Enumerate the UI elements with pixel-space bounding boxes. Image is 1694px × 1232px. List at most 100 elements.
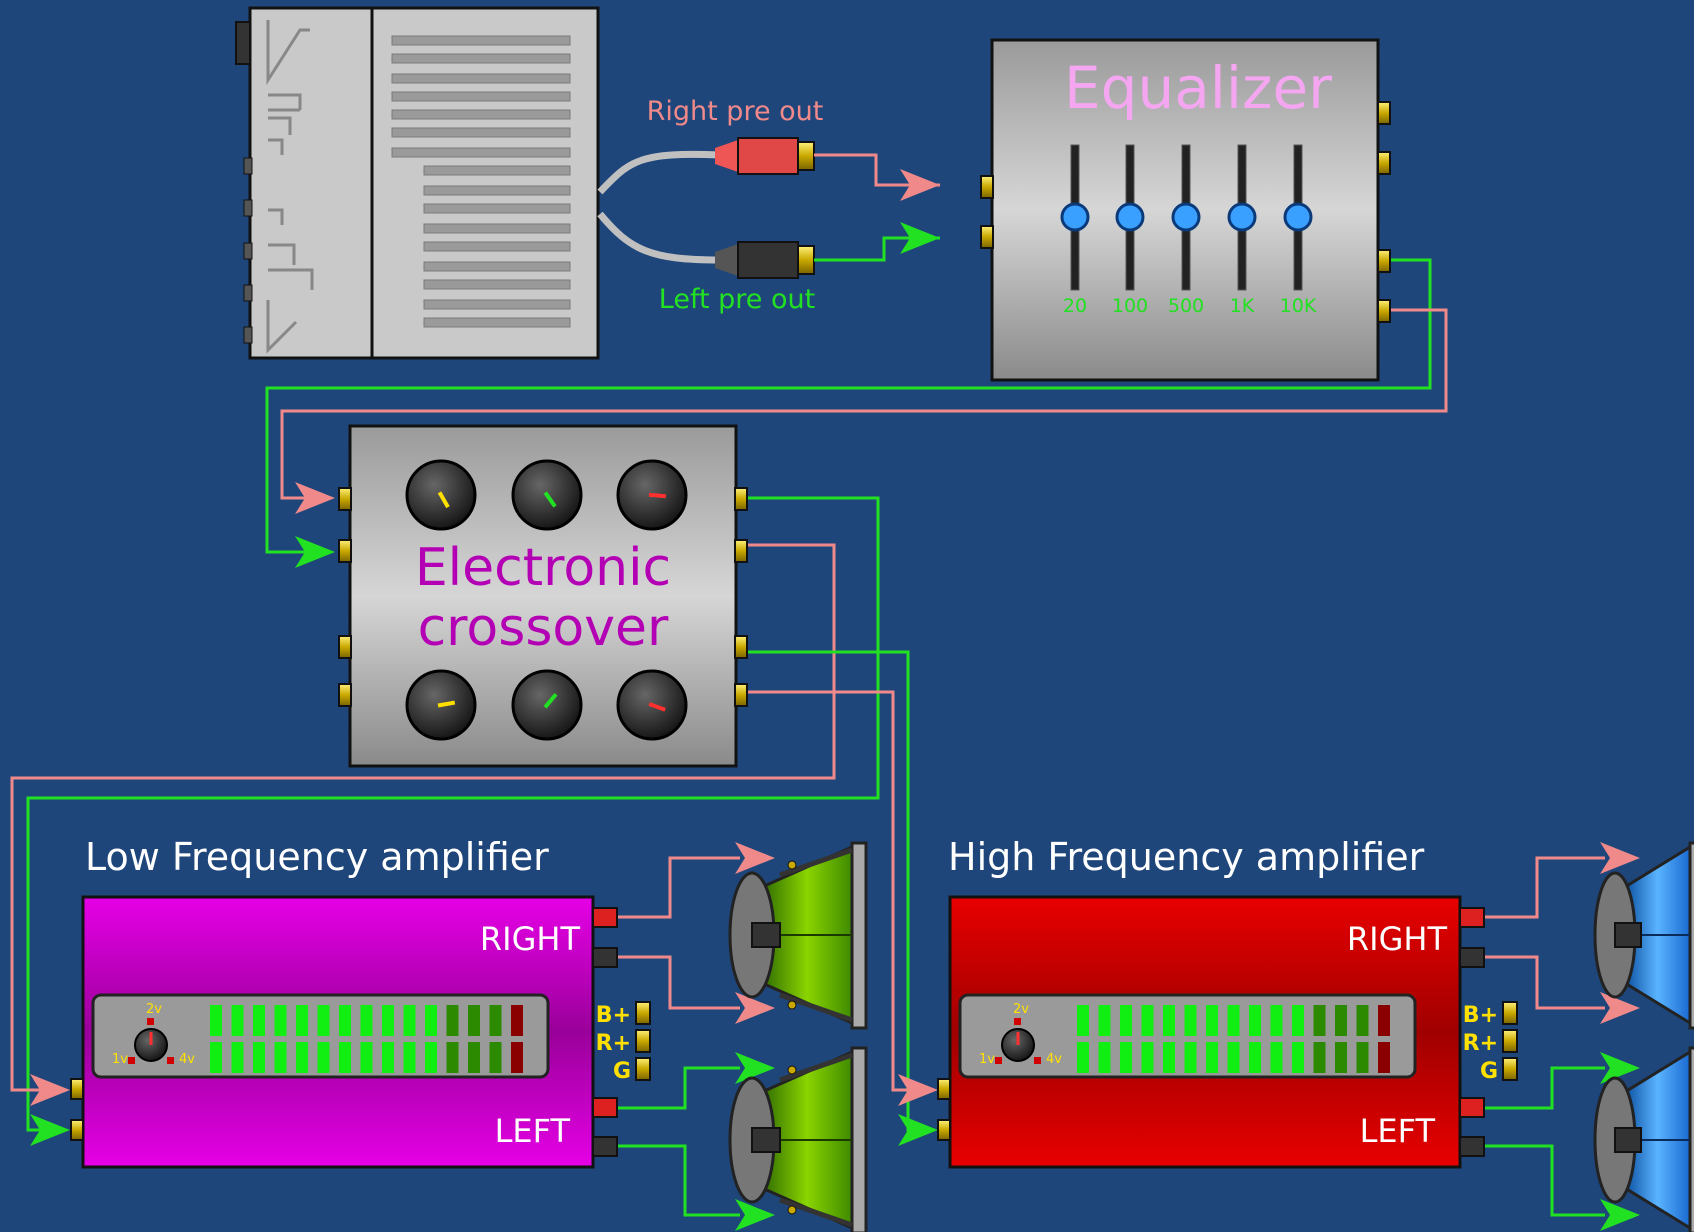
eq-slider-500[interactable]	[1171, 144, 1201, 291]
tweeter-speaker-icon	[1593, 1046, 1694, 1232]
crossover-title-line1: Electronic	[415, 538, 671, 598]
equalizer-input-jacks	[980, 175, 994, 249]
slider-thumb-icon[interactable]	[1115, 202, 1145, 232]
level-led	[1378, 1005, 1390, 1036]
power-terminal[interactable]	[635, 1029, 651, 1053]
level-led	[1270, 1042, 1283, 1073]
level-led	[489, 1005, 502, 1036]
slot-line	[391, 35, 571, 46]
left-pre-out-label: Left pre out	[659, 284, 815, 315]
power-terminal[interactable]	[1502, 1057, 1518, 1081]
rotary-knob-icon[interactable]	[511, 459, 583, 531]
slider-thumb-icon[interactable]	[1283, 202, 1313, 232]
level-led	[1206, 1005, 1218, 1036]
level-led	[1120, 1005, 1132, 1036]
rotary-knob-icon[interactable]	[405, 669, 477, 741]
level-led	[1141, 1005, 1154, 1036]
level-led	[360, 1005, 373, 1036]
eq-band-label: 500	[1168, 295, 1204, 317]
level-led	[231, 1005, 244, 1036]
eq-band-label: 100	[1112, 295, 1148, 317]
wire-arrow	[30, 1074, 70, 1106]
electronic-crossover: Electronic crossover	[338, 424, 748, 768]
level-led	[1356, 1005, 1369, 1036]
power-terminal[interactable]	[635, 1057, 651, 1081]
eq-band-label: 20	[1063, 295, 1087, 317]
gain-knob-icon[interactable]	[995, 1018, 1041, 1064]
level-led	[253, 1005, 265, 1036]
rotary-knob-icon[interactable]	[616, 669, 688, 741]
speaker-output-jack[interactable]	[592, 1097, 618, 1118]
rotary-knob-icon[interactable]	[511, 669, 583, 741]
slider-thumb-icon[interactable]	[1060, 202, 1090, 232]
level-led	[446, 1042, 459, 1073]
level-led	[1313, 1005, 1326, 1036]
high-amp-title: High Frequency amplifier	[948, 835, 1425, 879]
wire-arrow	[735, 1199, 775, 1231]
high-frequency-amplifier: High Frequency amplifier RIGHT LEFT 2v1v…	[937, 835, 1518, 1169]
speaker-output-jack[interactable]	[1459, 1136, 1485, 1157]
gain-knob-icon[interactable]	[128, 1018, 174, 1064]
power-terminal[interactable]	[1502, 1001, 1518, 1025]
equalizer-output-jacks	[1377, 101, 1391, 323]
slot-line	[391, 147, 571, 158]
high-amp-right-label: RIGHT	[1347, 920, 1448, 958]
power-terminal[interactable]	[635, 1001, 651, 1025]
level-led	[468, 1005, 480, 1036]
gain-label: 4v	[1046, 1052, 1062, 1067]
slot-line	[423, 165, 571, 176]
amp-input-jack[interactable]	[70, 1078, 84, 1100]
slot-line	[423, 261, 571, 272]
level-led	[511, 1042, 523, 1073]
wire-arrow	[295, 536, 335, 568]
eq-slider-100[interactable]	[1115, 144, 1145, 291]
speaker-output-jack[interactable]	[592, 907, 618, 928]
level-led	[1206, 1042, 1218, 1073]
level-led	[1313, 1042, 1326, 1073]
wire-arrow	[1600, 842, 1640, 874]
speaker-output-jack[interactable]	[592, 1136, 618, 1157]
slot-line	[423, 241, 571, 252]
equalizer-title: Equalizer	[1064, 54, 1332, 122]
low-amp-title: Low Frequency amplifier	[85, 835, 549, 879]
amp-input-jack[interactable]	[937, 1078, 951, 1100]
low-amp-right-label: RIGHT	[480, 920, 581, 958]
level-led	[511, 1005, 523, 1036]
rca-cables: Right pre out Left pre out	[597, 96, 823, 315]
level-led	[360, 1042, 373, 1073]
level-led	[1163, 1042, 1175, 1073]
wire-arrow	[1600, 1052, 1640, 1084]
level-led	[1249, 1042, 1261, 1073]
level-led	[274, 1005, 287, 1036]
level-led	[274, 1042, 287, 1073]
terminal-label: G	[1480, 1059, 1498, 1084]
slot-line	[391, 91, 571, 102]
speaker-output-jack[interactable]	[1459, 947, 1485, 968]
wire-arrow	[30, 1114, 70, 1146]
low-amp-left-label: LEFT	[495, 1112, 571, 1150]
speaker-output-jack[interactable]	[592, 947, 618, 968]
level-led	[253, 1042, 265, 1073]
level-led	[1184, 1005, 1197, 1036]
power-terminal[interactable]	[1502, 1029, 1518, 1053]
amp-input-jack[interactable]	[70, 1119, 84, 1141]
wire-arrow	[735, 992, 775, 1024]
speaker-output-jack[interactable]	[1459, 907, 1485, 928]
amp-input-jack[interactable]	[937, 1119, 951, 1141]
slot-line	[423, 223, 571, 234]
level-led	[403, 1005, 416, 1036]
gain-label: 2v	[1013, 1002, 1029, 1017]
gain-label: 1v	[979, 1052, 995, 1067]
speaker-output-jack[interactable]	[1459, 1097, 1485, 1118]
eq-slider-20[interactable]	[1060, 144, 1090, 291]
level-led	[317, 1042, 330, 1073]
eq-slider-1K[interactable]	[1227, 144, 1257, 291]
rotary-knob-icon[interactable]	[405, 459, 477, 531]
slider-thumb-icon[interactable]	[1171, 202, 1201, 232]
terminal-label: R+	[596, 1031, 631, 1056]
tweeter-speaker-icon	[1593, 841, 1694, 1030]
slider-thumb-icon[interactable]	[1227, 202, 1257, 232]
eq-slider-10K[interactable]	[1283, 144, 1313, 291]
rotary-knob-icon[interactable]	[616, 459, 688, 531]
